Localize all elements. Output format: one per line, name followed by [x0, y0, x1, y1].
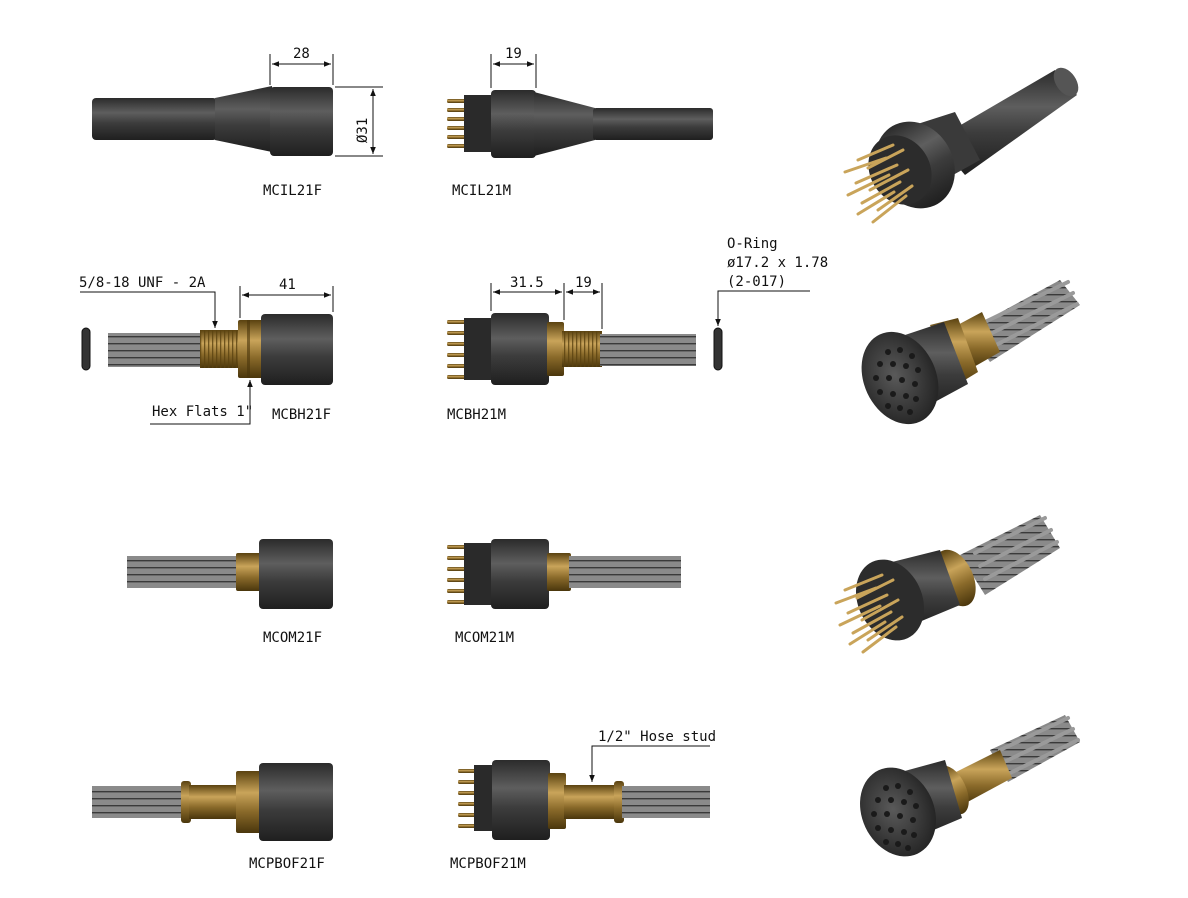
- mcbh21m-dimensions: [490, 283, 603, 329]
- dim-mcil21m-length: 19: [505, 46, 522, 62]
- part-label-mcbh21f: MCBH21F: [272, 407, 332, 423]
- part-label-mcil21m: MCIL21M: [452, 183, 512, 199]
- mcil21m-iso-view: [843, 67, 1079, 224]
- part-label-mcom21m: MCOM21M: [455, 630, 515, 646]
- hose-stud-label: 1/2" Hose stud: [598, 729, 717, 745]
- mcbh21f-side-view: [108, 314, 333, 385]
- dim-mcbh21f-length: 41: [279, 277, 296, 293]
- dim-mcbh-hex: Hex Flats 1": [152, 404, 254, 420]
- mcil21m-side-view: [447, 90, 713, 158]
- mcbh21f-dimensions: [80, 286, 334, 425]
- dim-mcbh21m-length-a: 31.5: [510, 275, 544, 291]
- mcbh21m-side-view: [447, 313, 696, 385]
- dim-mcbh21m-length-b: 19: [575, 275, 592, 291]
- mcpbof21f-side-view: [92, 763, 333, 841]
- part-label-mcil21f: MCIL21F: [263, 183, 323, 199]
- part-label-mcpbof21m: MCPBOF21M: [450, 856, 526, 872]
- oring-leader: [715, 290, 810, 326]
- mcom21m-iso-view: [834, 515, 1060, 654]
- mcom21m-side-view: [447, 539, 681, 609]
- mcil21f-dimensions: [269, 54, 383, 157]
- mcpbof21m-side-view: [458, 760, 710, 840]
- part-label-mcom21f: MCOM21F: [263, 630, 323, 646]
- mcbh21f-oring: [81, 327, 91, 371]
- mcom21f-side-view: [127, 539, 333, 609]
- mcbh21m-oring: [713, 327, 723, 371]
- dim-mcil-diameter: Ø31: [355, 117, 371, 143]
- hose-stud-leader: [589, 745, 710, 782]
- mcil21m-dimensions: [490, 54, 537, 88]
- mcpbof21f-iso-view: [860, 715, 1080, 857]
- oring-spec-line2: ø17.2 x 1.78: [727, 255, 829, 271]
- mcbh21f-iso-view: [861, 280, 1080, 425]
- dim-mcil21f-length: 28: [293, 46, 310, 62]
- part-label-mcpbof21f: MCPBOF21F: [249, 856, 325, 872]
- oring-spec-line1: O-Ring: [727, 236, 778, 252]
- part-label-mcbh21m: MCBH21M: [447, 407, 507, 423]
- oring-spec-line3: (2-017): [727, 274, 787, 290]
- dim-mcbh-thread: 5/8-18 UNF - 2A: [79, 275, 206, 291]
- mcil21f-side-view: [92, 86, 333, 156]
